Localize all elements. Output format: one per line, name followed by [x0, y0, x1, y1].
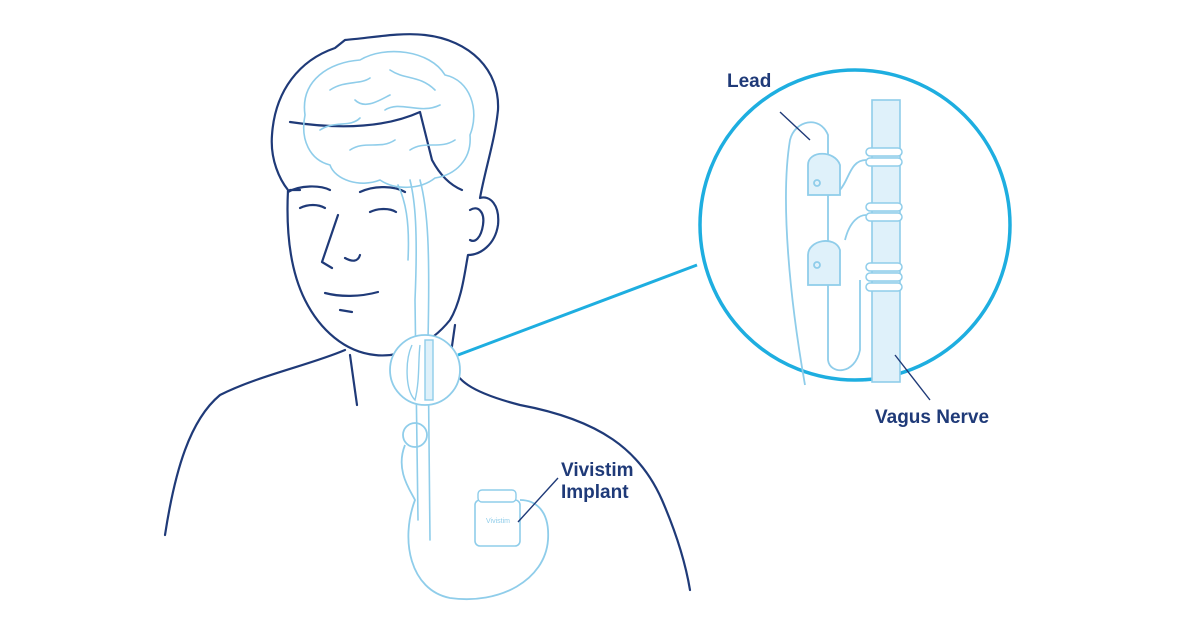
device-brand-text: Vivistim — [486, 518, 510, 525]
chin-mark — [338, 308, 354, 314]
right-eyebrow — [358, 186, 407, 194]
right-shoulder — [448, 323, 692, 592]
nose — [320, 213, 362, 270]
person-outline — [163, 33, 692, 592]
zoom-connector-line — [457, 263, 698, 357]
magnified-view-circle — [698, 68, 1012, 382]
mouth — [323, 290, 380, 297]
magnified-lead — [785, 121, 867, 386]
lead-wire — [400, 422, 549, 600]
magnified-nerve — [865, 99, 903, 383]
left-shoulder — [163, 348, 347, 537]
implant-label: Vivistim Implant — [561, 460, 634, 504]
lead-leader-line — [779, 111, 811, 141]
vagus-nerve-label: Vagus Nerve — [875, 407, 990, 428]
ear-inner — [468, 207, 485, 242]
nerve-leader-line — [894, 354, 931, 401]
right-eye — [368, 207, 398, 214]
implant-leader-line — [517, 477, 559, 523]
small-electrode — [406, 339, 434, 402]
implant-label-line1: Vivistim — [561, 460, 634, 481]
left-eye — [298, 203, 327, 210]
carotid — [409, 179, 419, 521]
hairline — [288, 110, 464, 192]
neck-left — [348, 353, 359, 407]
head-outline — [270, 33, 500, 357]
lead-label: Lead — [727, 71, 772, 92]
brain — [303, 50, 475, 541]
left-eyebrow — [286, 185, 332, 194]
implant-label-line2: Implant — [561, 482, 629, 503]
implant-device: Vivistim — [474, 489, 521, 547]
vagus-nerve-body — [419, 179, 431, 541]
